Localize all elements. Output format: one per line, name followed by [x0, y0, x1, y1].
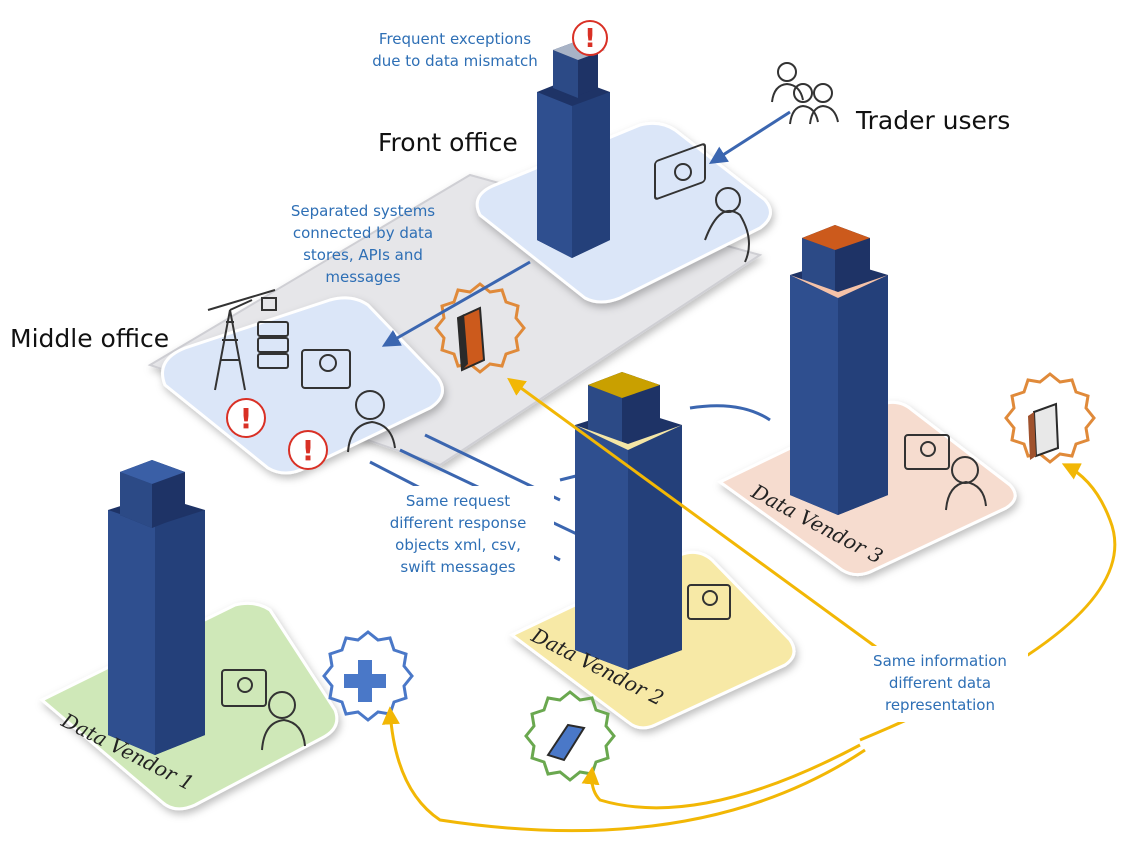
svg-text:!: !: [240, 402, 253, 435]
orange-gear-component: [434, 282, 526, 374]
workstation-user-icons: [221, 143, 987, 751]
vendor2-tower: [575, 372, 682, 670]
alert-badge-front: !: [572, 20, 608, 56]
alert-badge-middle-2: !: [288, 430, 328, 470]
front-office-label: Front office: [378, 128, 518, 157]
vendor1-tower: [108, 460, 205, 755]
green-gear-component: [524, 690, 616, 782]
same-information-note: Same information different data represen…: [873, 652, 1007, 714]
exceptions-note: Frequent exceptions due to data mismatch: [372, 30, 538, 70]
svg-text:!: !: [302, 434, 315, 467]
blue-plus-gear-component: [322, 630, 414, 722]
white-gear-component: [1004, 372, 1096, 464]
vendor3-tower: [790, 225, 888, 515]
middle-office-label: Middle office: [10, 324, 170, 353]
crane-server-icon: [207, 289, 289, 391]
separated-systems-note: Separated systems connected by data stor…: [290, 202, 436, 286]
svg-text:!: !: [584, 24, 596, 54]
same-request-note: Same request different response objects …: [389, 492, 527, 576]
alert-badge-middle-1: !: [226, 398, 266, 438]
trader-users-icon: [771, 62, 839, 125]
blue-arrows: [381, 110, 791, 347]
front-office-tower: [537, 40, 610, 258]
trader-users-label: Trader users: [856, 106, 1011, 135]
